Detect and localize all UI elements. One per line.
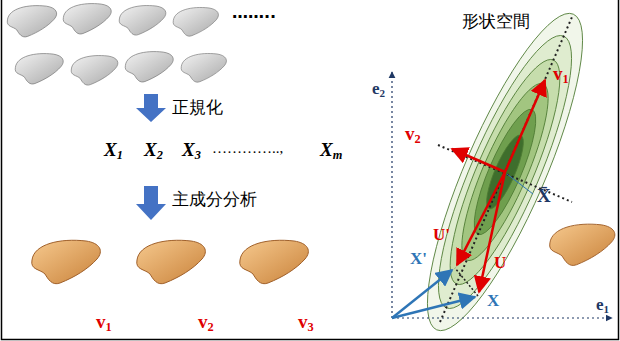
- v1-vector: [505, 80, 545, 172]
- sample-liver: [550, 224, 615, 265]
- vector-label: X: [487, 292, 499, 311]
- u-prime-vector: [457, 172, 505, 265]
- step-label: 主成分分析: [172, 190, 257, 209]
- mean-label: X̄: [537, 186, 551, 207]
- input-livers: [7, 4, 226, 86]
- step-label: 正規化: [172, 98, 223, 117]
- axis-e2: [391, 72, 392, 318]
- vector-label: v2: [405, 124, 421, 147]
- sample-symbol: X1: [104, 140, 123, 163]
- x-prime-vector: [392, 270, 452, 318]
- v2-vector: [452, 149, 505, 172]
- sample-symbol: X2: [144, 140, 163, 163]
- major-axis: [440, 17, 572, 322]
- vector-label: v1: [553, 64, 569, 87]
- ellipsis: …………..,: [212, 140, 283, 157]
- u-vector: [479, 172, 505, 292]
- mode-label: v1: [96, 312, 112, 335]
- panel-title: 形状空間: [462, 12, 530, 31]
- axis-e1: [392, 317, 612, 318]
- mode-label: v2: [198, 312, 214, 335]
- mode-label: v3: [298, 312, 314, 335]
- vector-label: X': [410, 250, 427, 269]
- mode-livers: [32, 240, 309, 283]
- ellipsis: ……..: [232, 4, 276, 22]
- mean-leader: [507, 174, 533, 194]
- vector-label: U': [433, 226, 450, 245]
- projection-line: [455, 268, 478, 296]
- axis-label: e2: [372, 80, 385, 99]
- vector-label: U: [494, 254, 506, 273]
- sample-symbol: Xm: [320, 140, 342, 163]
- block-arrows: [136, 94, 166, 220]
- axis-label: e1: [596, 296, 609, 315]
- distribution-contours: [400, 0, 610, 341]
- sample-symbol: X3: [182, 140, 201, 163]
